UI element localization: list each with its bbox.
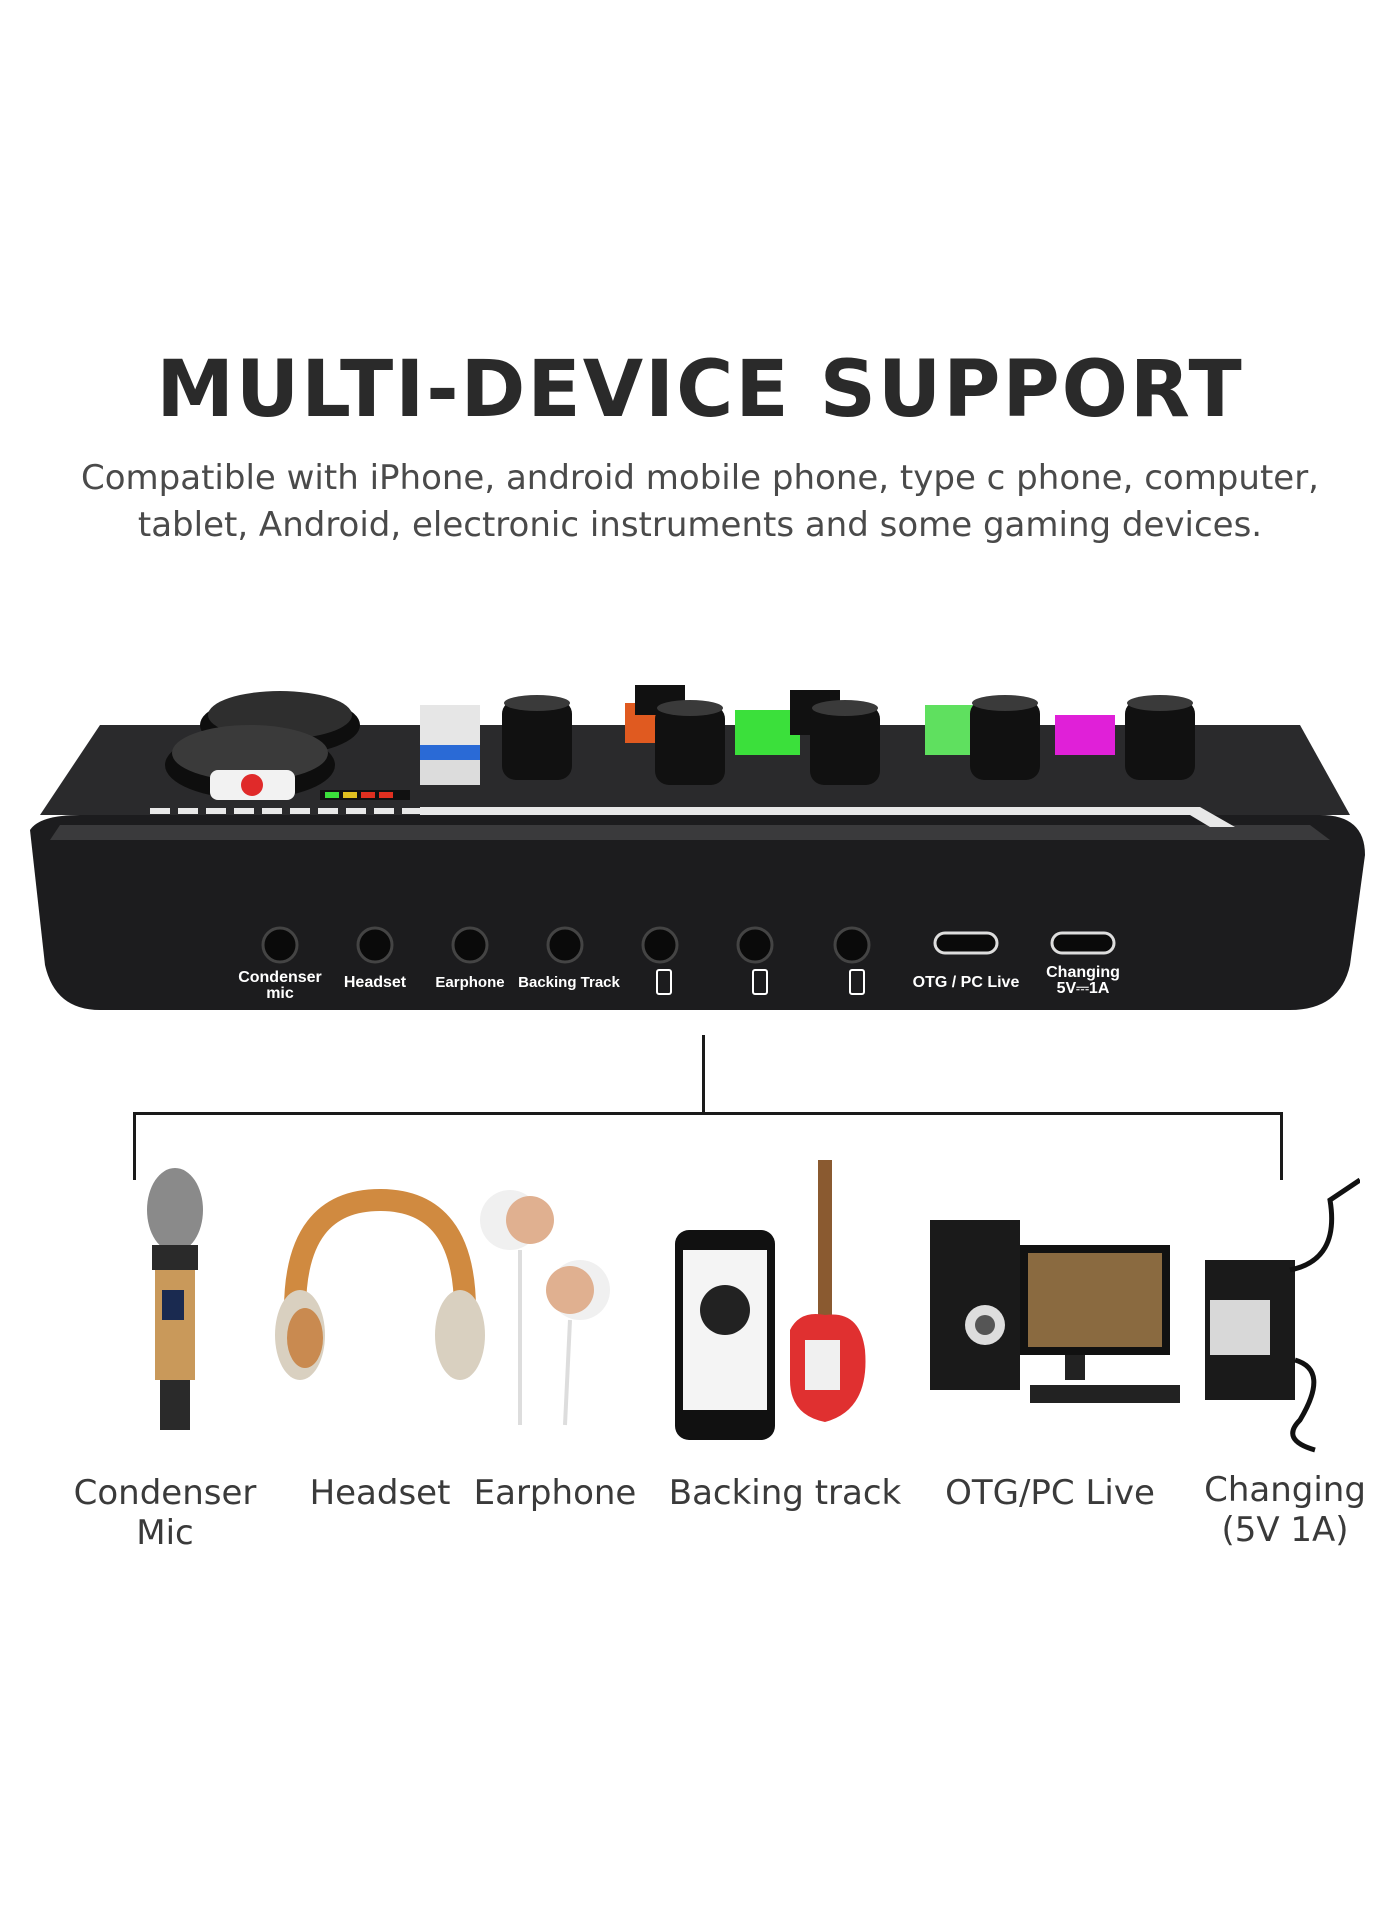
phone-and-guitar-icon	[675, 1160, 866, 1440]
device-label-earphone: Earphone	[473, 1473, 637, 1513]
device-label-changing-line2: (5V 1A)	[1221, 1510, 1349, 1550]
microphone-icon	[147, 1168, 203, 1430]
port-label-otg: OTG / PC Live	[912, 974, 1020, 991]
port-label-backing-track: Backing Track	[518, 974, 620, 991]
subtitle-line-2: tablet, Android, electronic instruments …	[137, 505, 1263, 545]
port-label-headset: Headset	[343, 974, 407, 991]
device-label-headset: Headset	[309, 1473, 451, 1513]
port-label-changing-line2: 5V⎓1A	[1056, 980, 1110, 997]
computer-icon	[930, 1220, 1180, 1403]
earphone-icon	[480, 1190, 610, 1426]
connector-horizontal-line	[133, 1112, 1283, 1115]
device-label-changing: Changing (5V 1A)	[1195, 1470, 1375, 1550]
port-label-changing: Changing 5V⎓1A	[1035, 965, 1131, 997]
headset-icon	[275, 1188, 485, 1380]
page-title: MULTI-DEVICE SUPPORT	[156, 345, 1244, 435]
port-label-changing-line1: Changing	[1046, 964, 1120, 981]
device-label-otg-pc-live: OTG/PC Live	[945, 1473, 1155, 1513]
connector-left-drop	[133, 1112, 136, 1180]
devices-illustration	[147, 1160, 1360, 1453]
connector-right-drop	[1280, 1112, 1283, 1180]
device-label-changing-line1: Changing	[1204, 1470, 1366, 1510]
port-label-earphone: Earphone	[435, 974, 505, 991]
sound-card-illustration	[30, 685, 1365, 1010]
subtitle-line-1: Compatible with iPhone, android mobile p…	[81, 458, 1319, 498]
port-label-condenser-line2: mic	[266, 985, 294, 1002]
sound-card-device: Condenser mic Headset Earphone Backing T…	[20, 665, 1380, 1035]
port-label-condenser-line1: Condenser	[238, 969, 322, 986]
port-label-condenser: Condenser mic	[235, 970, 325, 1002]
power-adapter-icon	[1205, 1177, 1360, 1453]
device-label-backing-track: Backing track	[668, 1473, 902, 1513]
connector-vertical-line	[702, 1035, 705, 1115]
device-label-condenser-mic: Condenser Mic	[73, 1473, 257, 1553]
